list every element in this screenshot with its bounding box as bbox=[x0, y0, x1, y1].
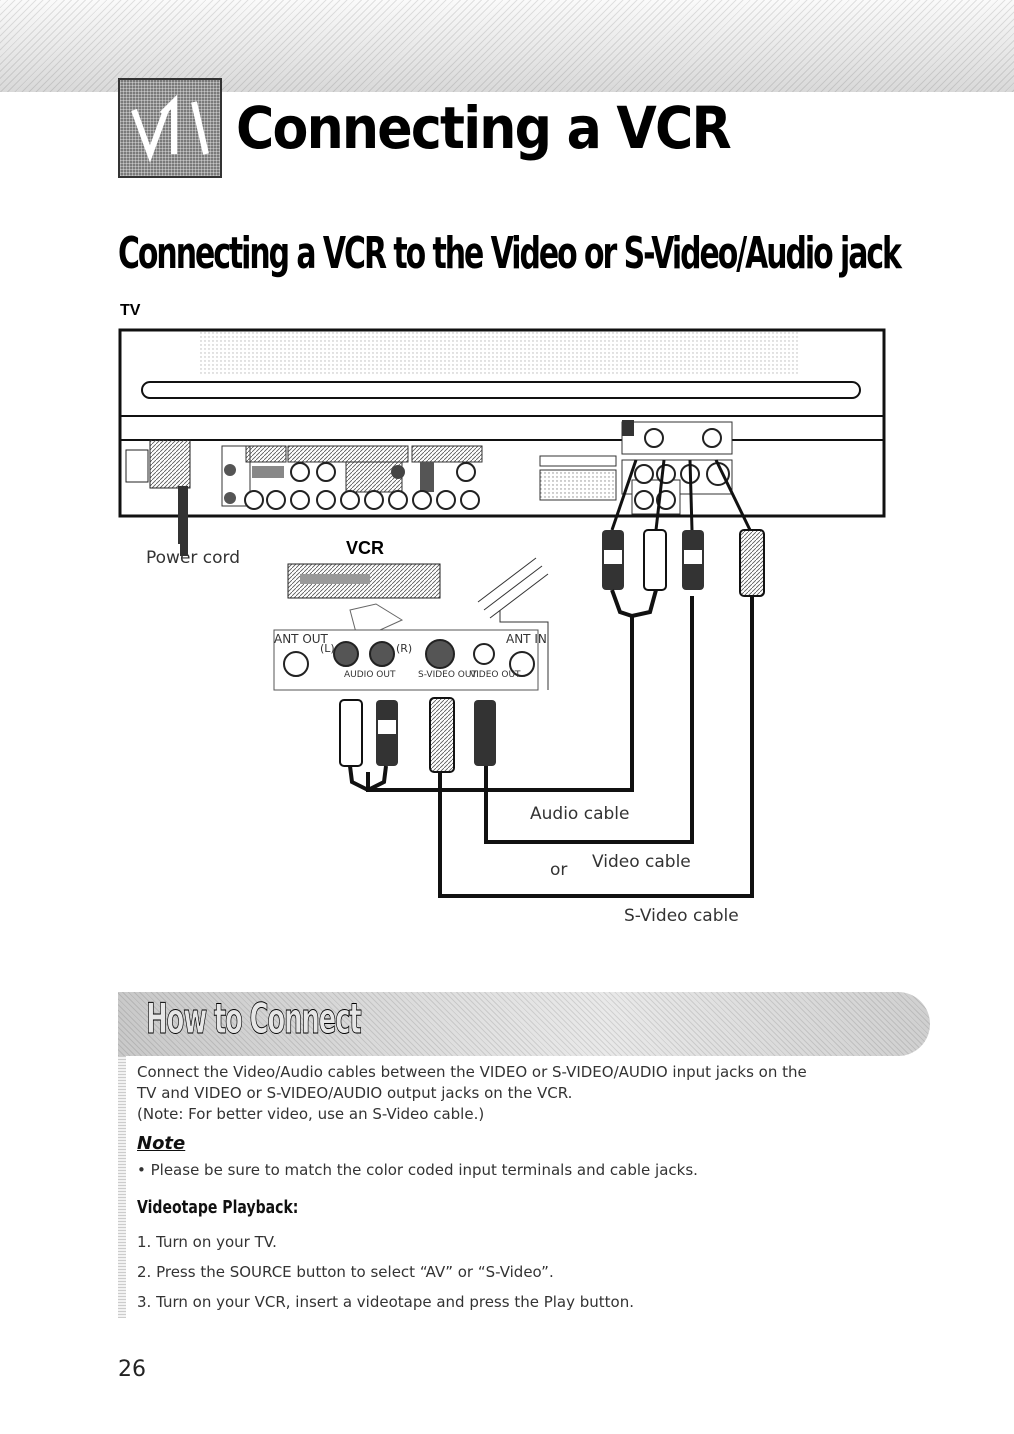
or-label: or bbox=[550, 860, 568, 880]
antenna bbox=[477, 557, 549, 690]
vcr-jack-panel bbox=[273, 629, 539, 691]
cable-runs bbox=[348, 589, 754, 898]
step-1: 1. Turn on your TV. bbox=[137, 1233, 277, 1251]
vcr-plugs bbox=[339, 697, 496, 773]
section-title: Connecting a VCR to the Video or S-Video… bbox=[118, 228, 902, 279]
audio-out-label: AUDIO OUT bbox=[344, 670, 396, 680]
intro-line-3: (Note: For better video, use an S-Video … bbox=[137, 1105, 485, 1123]
audio-cable-label: Audio cable bbox=[530, 804, 630, 824]
tv-side-cables bbox=[610, 459, 752, 531]
tv-back-panel bbox=[118, 328, 886, 518]
how-to-connect-band bbox=[118, 992, 930, 1056]
power-cord bbox=[180, 516, 188, 556]
header-band bbox=[0, 0, 1014, 92]
tv-label: TV bbox=[120, 302, 141, 319]
vcr-unit bbox=[287, 563, 441, 641]
note-bullet: • Please be sure to match the color code… bbox=[137, 1161, 698, 1179]
page-number: 26 bbox=[118, 1357, 146, 1382]
diagram-drawing bbox=[118, 328, 886, 898]
s-video-out-label: S-VIDEO OUT bbox=[418, 670, 477, 680]
power-connector bbox=[125, 439, 191, 544]
video-out-label: VIDEO OUT bbox=[470, 670, 521, 680]
intro-line-2: TV and VIDEO or S-VIDEO/AUDIO output jac… bbox=[137, 1084, 573, 1102]
power-cord-label: Power cord bbox=[146, 548, 241, 568]
right-channel-label: (R) bbox=[396, 642, 413, 655]
playback-heading: Videotape Playback: bbox=[137, 1197, 299, 1218]
left-channel-label: (L) bbox=[320, 642, 335, 655]
step-3: 3. Turn on your VCR, insert a videotape … bbox=[137, 1293, 634, 1311]
tv-jack-panel bbox=[221, 420, 733, 515]
ant-out-label: ANT OUT bbox=[274, 632, 328, 646]
ant-in-label: ANT IN bbox=[506, 632, 547, 646]
tv-side-plugs bbox=[602, 529, 765, 597]
step-2: 2. Press the SOURCE button to select “AV… bbox=[137, 1263, 554, 1281]
how-to-connect-title: How to Connect bbox=[146, 994, 362, 1044]
intro-line-1: Connect the Video/Audio cables between t… bbox=[137, 1063, 807, 1081]
video-cable-label: Video cable bbox=[592, 852, 691, 872]
vcr-label: VCR bbox=[346, 538, 385, 558]
s-video-cable-label: S-Video cable bbox=[624, 906, 739, 926]
connect-arrows-icon bbox=[118, 78, 222, 178]
note-heading: Note bbox=[137, 1133, 186, 1154]
content-rail bbox=[118, 1056, 126, 1318]
connection-diagram: Power cord VCR ANT OUT (L) (R) ANT IN AU… bbox=[0, 320, 1014, 945]
chapter-title: Connecting a VCR bbox=[236, 94, 732, 162]
